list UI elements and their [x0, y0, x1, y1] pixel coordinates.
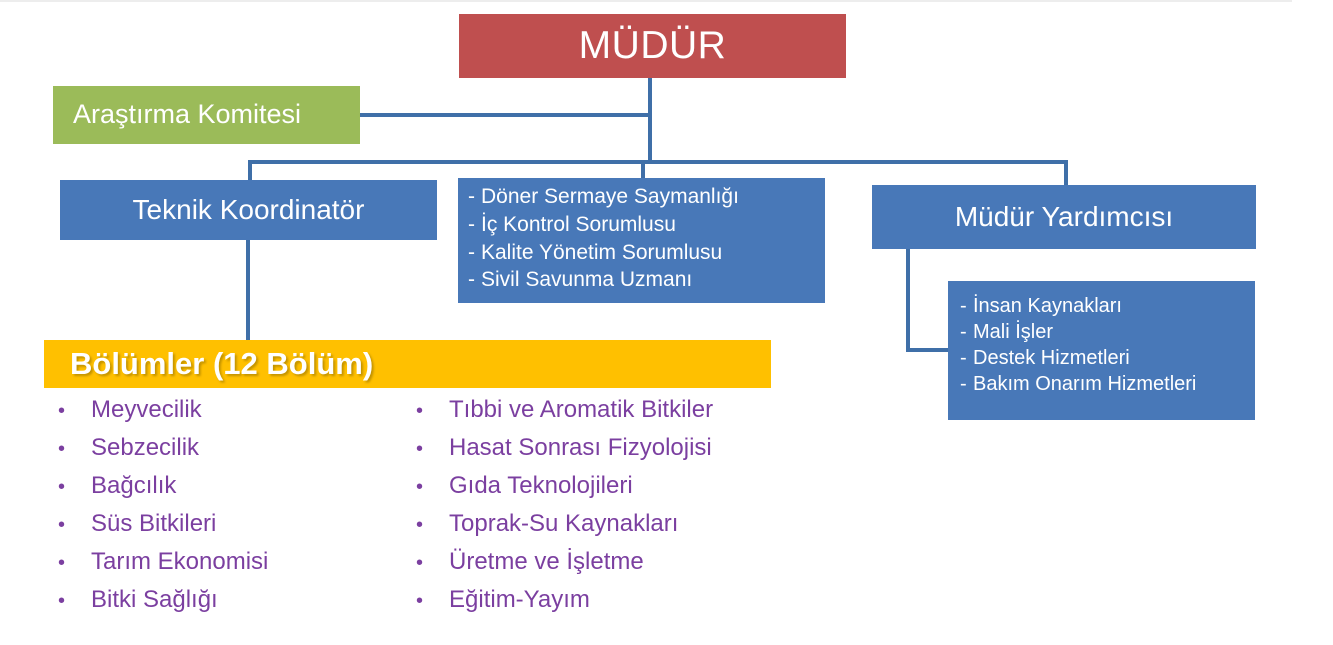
list-item: -İç Kontrol Sorumlusu — [468, 211, 825, 239]
node-director[interactable]: MÜDÜR — [459, 14, 846, 78]
bullet-icon: • — [416, 476, 424, 498]
list-item-label: Sivil Savunma Uzmanı — [481, 268, 693, 292]
list-item-label: Eğitim-Yayım — [449, 586, 590, 613]
bullet-icon: • — [416, 438, 424, 460]
bullet-icon: • — [58, 552, 66, 574]
departments-columns: • Meyvecilik • Sebzecilik • Bağcılık • S… — [44, 396, 784, 624]
connector-deputy-to-list — [906, 348, 952, 352]
dash-marker: - — [468, 184, 475, 208]
list-item-label: Kalite Yönetim Sorumlusu — [481, 240, 723, 264]
deputy-unit-list: -İnsan Kaynakları -Mali İşler -Destek Hi… — [948, 281, 1255, 420]
list-item: • Üretme ve İşletme — [402, 548, 760, 586]
list-item: • Tarım Ekonomisi — [44, 548, 402, 586]
top-divider-rule — [0, 0, 1292, 2]
list-item: • Meyvecilik — [44, 396, 402, 434]
bullet-icon: • — [58, 476, 66, 498]
node-director-label: MÜDÜR — [578, 23, 727, 67]
list-item: • Tıbbi ve Aromatik Bitkiler — [402, 396, 760, 434]
node-deputy-director[interactable]: Müdür Yardımcısı — [872, 185, 1256, 249]
list-item-label: Mali İşler — [973, 320, 1054, 343]
departments-column-right: • Tıbbi ve Aromatik Bitkiler • Hasat Son… — [402, 396, 760, 624]
dash-marker: - — [468, 212, 475, 236]
connector-bus-to-center-list — [641, 160, 645, 180]
list-item-label: Süs Bitkileri — [91, 510, 217, 537]
dash-marker: - — [960, 372, 967, 395]
list-item: • Toprak-Su Kaynakları — [402, 510, 760, 548]
list-item-label: Bağcılık — [91, 472, 177, 499]
dash-marker: - — [960, 294, 967, 317]
dash-marker: - — [468, 268, 475, 292]
center-unit-list: -Döner Sermaye Saymanlığı -İç Kontrol So… — [458, 178, 825, 303]
list-item-label: Meyvecilik — [91, 396, 202, 423]
list-item: -Sivil Savunma Uzmanı — [468, 266, 825, 294]
bullet-icon: • — [58, 438, 66, 460]
connector-committee-link — [360, 113, 650, 117]
node-technical-coordinator-label: Teknik Koordinatör — [132, 193, 365, 225]
list-item: -Mali İşler — [960, 319, 1255, 345]
connector-bus-to-coordinator — [248, 160, 252, 182]
list-item: -İnsan Kaynakları — [960, 293, 1255, 319]
list-item-label: Tıbbi ve Aromatik Bitkiler — [449, 396, 714, 423]
list-item-label: Hasat Sonrası Fizyolojisi — [449, 434, 712, 461]
list-item: • Hasat Sonrası Fizyolojisi — [402, 434, 760, 472]
connector-main-bus — [248, 160, 1068, 164]
dash-marker: - — [960, 320, 967, 343]
bullet-icon: • — [58, 400, 66, 422]
connector-deputy-stem — [906, 249, 910, 352]
list-item-label: İnsan Kaynakları — [973, 294, 1122, 317]
list-item: • Sebzecilik — [44, 434, 402, 472]
list-item-label: Üretme ve İşletme — [449, 548, 644, 575]
list-item-label: İç Kontrol Sorumlusu — [481, 212, 676, 236]
node-research-committee[interactable]: Araştırma Komitesi — [53, 86, 360, 144]
list-item-label: Döner Sermaye Saymanlığı — [481, 184, 739, 208]
list-item-label: Gıda Teknolojileri — [449, 472, 633, 499]
connector-bus-to-deputy — [1064, 160, 1068, 187]
node-research-committee-label: Araştırma Komitesi — [73, 99, 302, 130]
dash-marker: - — [468, 240, 475, 264]
dash-marker: - — [960, 346, 967, 369]
bullet-icon: • — [416, 400, 424, 422]
bullet-icon: • — [416, 552, 424, 574]
list-item: -Döner Sermaye Saymanlığı — [468, 183, 825, 211]
list-item: • Bitki Sağlığı — [44, 586, 402, 624]
bullet-icon: • — [58, 590, 66, 612]
bullet-icon: • — [416, 514, 424, 536]
list-item: • Süs Bitkileri — [44, 510, 402, 548]
list-item: -Kalite Yönetim Sorumlusu — [468, 239, 825, 267]
bullet-icon: • — [58, 514, 66, 536]
list-item-label: Bitki Sağlığı — [91, 586, 218, 613]
list-item: • Gıda Teknolojileri — [402, 472, 760, 510]
departments-banner-title: Bölümler (12 Bölüm) — [70, 346, 374, 381]
node-deputy-director-label: Müdür Yardımcısı — [954, 200, 1174, 232]
list-item: • Bağcılık — [44, 472, 402, 510]
connector-director-stem — [648, 78, 652, 164]
connector-coordinator-to-departments — [246, 240, 250, 342]
list-item-label: Destek Hizmetleri — [973, 346, 1130, 369]
list-item: -Destek Hizmetleri — [960, 345, 1255, 371]
node-technical-coordinator[interactable]: Teknik Koordinatör — [60, 180, 437, 240]
list-item: • Eğitim-Yayım — [402, 586, 760, 624]
list-item-label: Bakım Onarım Hizmetleri — [973, 372, 1197, 395]
list-item-label: Sebzecilik — [91, 434, 200, 461]
departments-banner: Bölümler (12 Bölüm) — [44, 340, 771, 388]
departments-column-left: • Meyvecilik • Sebzecilik • Bağcılık • S… — [44, 396, 402, 624]
list-item: -Bakım Onarım Hizmetleri — [960, 371, 1255, 397]
list-item-label: Toprak-Su Kaynakları — [449, 510, 679, 537]
bullet-icon: • — [416, 590, 424, 612]
list-item-label: Tarım Ekonomisi — [91, 548, 269, 575]
